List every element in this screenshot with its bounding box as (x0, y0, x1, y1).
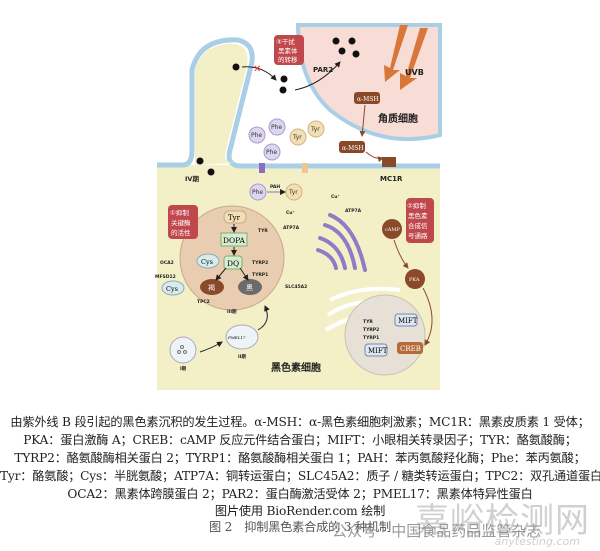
phe-label: Phe (252, 189, 263, 196)
amsh-label: α-MSH (342, 145, 364, 152)
slc45a2-label: SLC45A2 (285, 284, 307, 290)
melanocyte-membrane (157, 37, 440, 169)
box3-line: 的转移 (278, 55, 298, 64)
caption-line: TYRP2：酪氨酸酶相关蛋白 2；TYRP1：酪氨酸酶相关蛋白 1；PAH：苯丙… (14, 451, 586, 465)
watermark-account: 公众号 · 中国食品药品监管杂志 (332, 522, 542, 540)
box2-line: 黑色素 (408, 211, 428, 220)
caption-line: PKA：蛋白激酶 A；CREB：cAMP 反应元件结合蛋白；MIFT：小眼相关转… (23, 433, 577, 447)
figure-title: 图 2 抑制黑色素合成的 3 种机制 (209, 520, 391, 534)
box2-line: 合成信 (408, 221, 428, 230)
mechanism-2-box (406, 198, 434, 243)
par2-label: PAR2 (313, 66, 333, 74)
box1-line: 关键酶 (171, 218, 191, 227)
tyrp1-label: TYRP1 (363, 335, 379, 341)
box1-line: ①抑制 (170, 208, 189, 217)
stage3-label: III期 (227, 308, 237, 315)
mfsd12-label: MFSD12 (155, 274, 176, 280)
atp7a-label: ATP7A (283, 225, 300, 231)
black-melanin-label: 黑 (246, 284, 253, 292)
tpc2-label: TPC2 (197, 299, 210, 305)
golgi-apparatus (316, 213, 367, 272)
phe-label: Phe (266, 149, 277, 156)
watermark-url: anytesting.com (494, 535, 580, 548)
oca2-label: OCA2 (160, 260, 174, 266)
creb-label: CREB (400, 345, 421, 353)
mechanism-1-box (168, 205, 198, 239)
pka-label: PKA (409, 277, 420, 283)
atp7a-label: ATP7A (345, 208, 362, 214)
tyr-label: Tyr (292, 134, 302, 141)
caption-line: Tyr：酪氨酸；Cys：半胱氨酸；ATP7A：铜转运蛋白；SLC45A2：质子 … (0, 469, 600, 483)
cys-label: Cys (166, 285, 178, 293)
melanosome-dots (196, 37, 360, 176)
mift-label: MIFT (368, 347, 388, 355)
cu-label: Cu⁺ (331, 194, 341, 200)
pah-label: PAH (270, 184, 280, 190)
tyr-enzyme-label: TYR (363, 319, 373, 325)
uvb-arrows-icon (384, 25, 428, 90)
cys-label: Cys (201, 258, 213, 266)
tyrp2-label: TYRP2 (363, 327, 379, 333)
box3-line: ③干扰 (276, 37, 295, 46)
dq-label: DQ (227, 259, 239, 268)
nucleus (344, 294, 426, 376)
dopa-label: DOPA (223, 236, 246, 245)
box3-line: 黑素体 (278, 46, 298, 55)
tyr-label: Tyr (288, 189, 298, 196)
caption-credit: 图片使用 BioRender.com 绘制 (214, 504, 386, 518)
box2-line: ②抑制 (407, 201, 426, 210)
dendrite (195, 43, 248, 165)
tyr-enzyme-label: TYR (258, 228, 268, 234)
stage4-label: IV期 (185, 174, 199, 183)
cu-label: Cu⁺ (286, 210, 296, 216)
tyrp1-label: TYRP1 (252, 272, 268, 278)
stage1-label: I期 (180, 365, 187, 372)
phe-label: Phe (271, 124, 282, 131)
tyr-label: Tyr (228, 214, 241, 222)
mift-label: MIFT (398, 317, 418, 325)
brown-melanin-label: 褐 (208, 283, 215, 292)
amsh-label: α-MSH (357, 96, 379, 103)
pmel17-label: PMEL17 (227, 335, 246, 340)
keratinocyte-label: 角质细胞 (378, 112, 418, 125)
tyr-label: Tyr (310, 126, 320, 133)
camp-label: cAMP (385, 227, 401, 233)
stage2-label: II期 (238, 353, 246, 360)
watermark-site: 嘉峪检测网 (415, 501, 590, 541)
mc1r-label: MC1R (380, 175, 403, 183)
caption-line: 由紫外线 B 段引起的黑色素沉积的发生过程。α-MSH：α-黑色素细胞刺激素；M… (10, 415, 590, 429)
melanocyte-label: 黑色素细胞 (271, 361, 321, 374)
box1-line: 的活性 (171, 228, 191, 237)
melanogenesis-diagram: UVB 角质细胞 ✕ ③干扰 黑素体 的转移 PAR2 α-MSH α-MSH … (155, 23, 442, 390)
block-x-icon: ✕ (253, 64, 261, 75)
mechanism-3-box (274, 35, 304, 65)
box2-line: 号通路 (408, 231, 428, 240)
tyrp2-label: TYRP2 (252, 260, 268, 266)
caption-line: OCA2：黑素体跨膜蛋白 2；PAR2：蛋白酶激活受体 2；PMEL17：黑素体… (67, 487, 533, 501)
uvb-label: UVB (405, 68, 424, 77)
phe-label: Phe (251, 132, 262, 139)
